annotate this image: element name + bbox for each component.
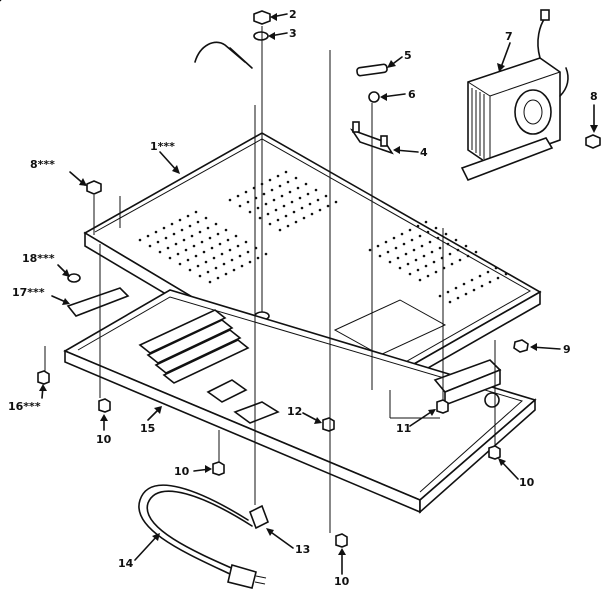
ground-screw bbox=[86, 180, 102, 195]
callout-2: 2 bbox=[289, 8, 297, 21]
washer bbox=[253, 31, 269, 41]
callout-10-center: 10 bbox=[174, 465, 190, 478]
callout-10-left: 10 bbox=[96, 433, 112, 446]
fuse-clip bbox=[368, 91, 380, 103]
callout-leaders bbox=[39, 13, 598, 575]
fuse bbox=[356, 63, 388, 77]
core-laminations bbox=[471, 88, 485, 159]
callout-14: 14 bbox=[118, 557, 134, 570]
callout-3: 3 bbox=[289, 27, 297, 40]
callout-13: 13 bbox=[295, 543, 310, 556]
callout-9: 9 bbox=[563, 343, 571, 356]
callout-6: 6 bbox=[408, 88, 416, 101]
wire-harness bbox=[194, 41, 253, 69]
callout-8-ground: 8*** bbox=[30, 158, 55, 171]
ground-bracket bbox=[66, 287, 130, 317]
callout-18: 18*** bbox=[22, 252, 55, 265]
assembly-guides bbox=[44, 26, 496, 533]
callout-16: 16*** bbox=[8, 400, 41, 413]
cord-strain-relief bbox=[248, 504, 270, 530]
power-cord bbox=[138, 484, 267, 589]
ground-washer bbox=[67, 273, 81, 283]
chassis-base bbox=[63, 289, 537, 514]
heatsink-fins bbox=[138, 309, 250, 384]
callout-8-transformer: 8 bbox=[590, 90, 598, 103]
vent-holes bbox=[0, 0, 508, 304]
callout-5: 5 bbox=[404, 49, 412, 62]
callout-11: 11 bbox=[396, 422, 411, 435]
callout-1-cover: 1*** bbox=[150, 140, 175, 153]
callout-15: 15 bbox=[140, 422, 155, 435]
callout-10-right: 10 bbox=[519, 476, 535, 489]
callout-4: 4 bbox=[420, 146, 428, 159]
power-transformer bbox=[460, 9, 569, 182]
callout-10-bottom: 10 bbox=[334, 575, 350, 588]
case-screw bbox=[253, 10, 271, 25]
transformer-screw bbox=[585, 134, 601, 149]
callout-12: 12 bbox=[287, 405, 302, 418]
callout-7: 7 bbox=[505, 30, 513, 43]
bracket-screw bbox=[513, 339, 529, 353]
callout-labels: 2 3 5 6 4 7 8 1*** 8*** 18*** 17*** 9 16… bbox=[8, 8, 598, 588]
callout-17: 17*** bbox=[12, 286, 45, 299]
